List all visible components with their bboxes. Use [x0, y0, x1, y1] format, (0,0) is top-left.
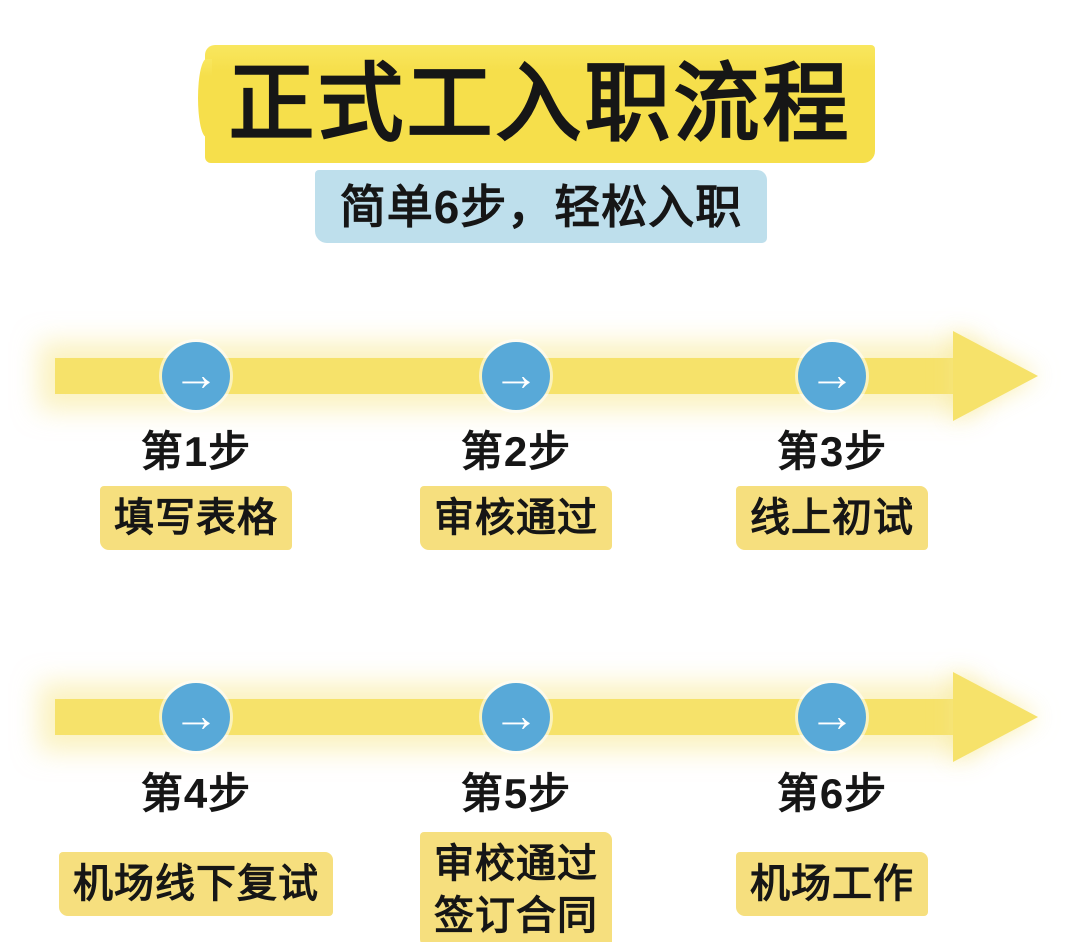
step-marker: → — [482, 683, 550, 751]
step-5: → 第5步 审校通过 签订合同 — [366, 683, 666, 942]
arrow-icon: → — [493, 348, 539, 400]
step-label: 机场工作 — [736, 852, 928, 916]
step-4: → 第4步 机场线下复试 — [46, 683, 346, 916]
step-marker: → — [798, 342, 866, 410]
step-3: → 第3步 线上初试 — [682, 342, 982, 550]
step-label: 线上初试 — [736, 486, 928, 550]
arrowhead-icon — [953, 672, 1038, 762]
step-label: 机场线下复试 — [59, 852, 333, 916]
subtitle-highlight: 简单6步，轻松入职 — [315, 170, 767, 243]
step-marker: → — [482, 342, 550, 410]
arrow-icon: → — [173, 689, 219, 741]
step-1: → 第1步 填写表格 — [46, 342, 346, 550]
step-2: → 第2步 审核通过 — [366, 342, 666, 550]
step-marker: → — [162, 683, 230, 751]
step-number: 第6步 — [776, 770, 888, 817]
title-highlight: 正式工入职流程 — [198, 45, 875, 163]
step-number: 第2步 — [460, 428, 572, 475]
arrow-icon: → — [809, 348, 855, 400]
timeline-row-2: → 第4步 机场线下复试 → 第5步 审校通过 签订合同 → 第6步 机场工作 — [0, 672, 1080, 942]
arrow-icon: → — [809, 689, 855, 741]
step-number: 第5步 — [460, 770, 572, 817]
step-label: 审核通过 — [420, 486, 612, 550]
timeline-row-1: → 第1步 填写表格 → 第2步 审核通过 → 第3步 线上初试 — [0, 331, 1080, 601]
page-subtitle: 简单6步，轻松入职 — [339, 180, 743, 233]
arrow-icon: → — [173, 348, 219, 400]
step-marker: → — [798, 683, 866, 751]
step-label: 审校通过 签订合同 — [420, 832, 612, 942]
step-label: 填写表格 — [100, 486, 292, 550]
step-number: 第1步 — [140, 428, 252, 475]
step-6: → 第6步 机场工作 — [682, 683, 982, 916]
step-number: 第3步 — [776, 428, 888, 475]
arrowhead-icon — [953, 331, 1038, 421]
page-title: 正式工入职流程 — [228, 56, 852, 152]
arrow-icon: → — [493, 689, 539, 741]
timeline-arrowhead — [953, 672, 1038, 762]
timeline-arrowhead — [953, 331, 1038, 421]
step-number: 第4步 — [140, 770, 252, 817]
step-marker: → — [162, 342, 230, 410]
